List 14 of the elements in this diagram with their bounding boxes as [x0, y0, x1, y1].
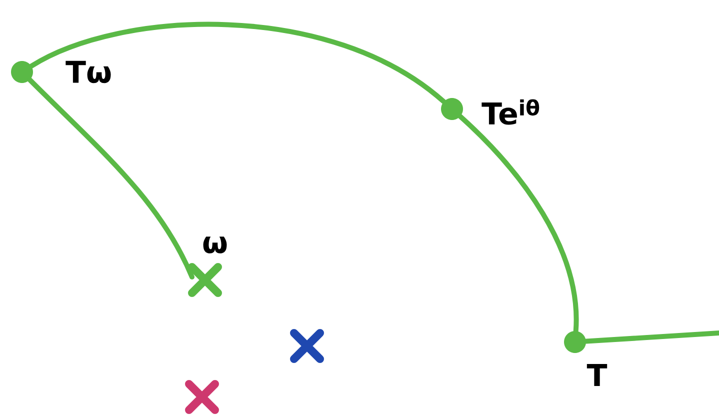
- contour-curve: [458, 114, 579, 334]
- contour-curve: [28, 22, 446, 104]
- point-dot: [11, 61, 33, 83]
- point-label: Te$^{iθ}$: [482, 99, 540, 125]
- point-dot: [564, 331, 586, 353]
- contour-curve: [584, 330, 719, 344]
- cross-mark: [188, 263, 222, 297]
- cross-mark: [185, 380, 219, 414]
- point-label: ω: [203, 236, 227, 254]
- point-dot: [441, 98, 463, 120]
- contour-curve: [27, 77, 194, 280]
- point-label: Tω: [66, 60, 111, 84]
- point-label: T: [586, 364, 608, 386]
- cross-mark: [290, 329, 324, 363]
